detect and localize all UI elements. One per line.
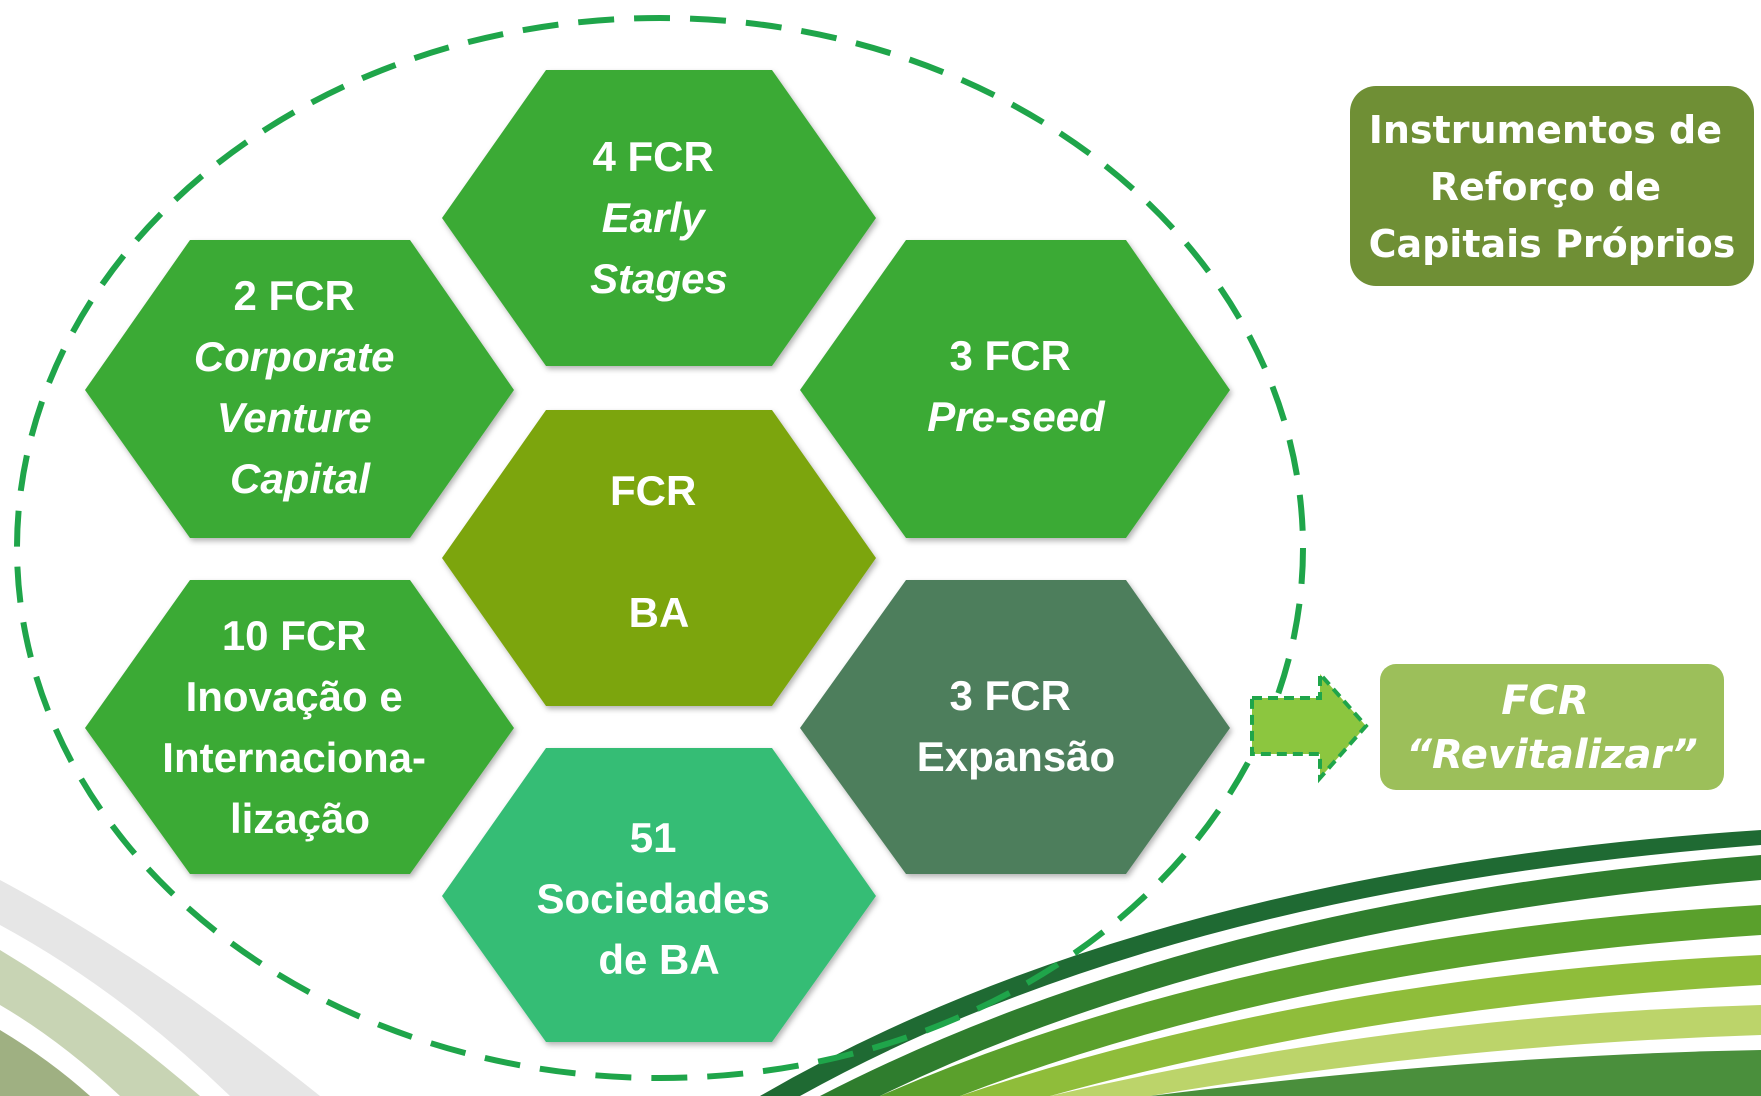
hex-inovacao-line3: Internaciona- bbox=[162, 734, 426, 781]
hex-early-line3: Stages bbox=[590, 255, 728, 302]
svg-text:10 FCR Inovação e: 10 FCR Inovação e Internaciona- lização bbox=[162, 612, 437, 842]
hex-sociedades-line2: Sociedades bbox=[536, 875, 769, 922]
instrumentos-line2: Reforço de bbox=[1430, 165, 1661, 209]
revitalizar-box: FCR “Revitalizar” bbox=[1380, 664, 1724, 790]
hex-sociedades-line3: de BA bbox=[598, 936, 719, 983]
revitalizar-line1: FCR bbox=[1501, 678, 1588, 724]
hexagon-pre-seed: 3 FCR Pre-seed bbox=[800, 240, 1230, 538]
hexagon-sociedades-de-ba: 51 Sociedades de BA bbox=[442, 748, 876, 1042]
svg-text:51 Sociedades de B: 51 Sociedades de BA bbox=[536, 814, 781, 983]
instrumentos-line1: Instrumentos de bbox=[1369, 108, 1722, 152]
svg-text:FCR “Revitalizar”: FCR “Revitalizar” bbox=[1406, 678, 1698, 778]
instrumentos-line3: Capitais Próprios bbox=[1369, 222, 1736, 266]
svg-text:4 FCR Early Stages: 4 FCR Early Stages bbox=[590, 133, 728, 302]
hex-inovacao-line4: lização bbox=[230, 795, 370, 842]
hex-corporate-line1: 2 FCR bbox=[233, 272, 354, 319]
arrow-right-icon bbox=[1250, 668, 1369, 784]
hexagon-corporate-venture-capital: 2 FCR Corporate Venture Capital bbox=[85, 240, 514, 538]
svg-text:Instrumentos de Reforço: Instrumentos de Reforço de Capitais Próp… bbox=[1369, 108, 1736, 266]
instrumentos-box: Instrumentos de Reforço de Capitais Próp… bbox=[1350, 86, 1754, 286]
hex-expansao-line2: Expansão bbox=[917, 733, 1115, 780]
hex-corporate-line3: Venture bbox=[217, 394, 372, 441]
hexagon-expansao: 3 FCR Expansão bbox=[800, 580, 1230, 874]
hex-inovacao-line2: Inovação e bbox=[186, 673, 403, 720]
hex-preseed-line1: 3 FCR bbox=[949, 332, 1070, 379]
hex-center-line1: FCR bbox=[610, 467, 696, 514]
hex-corporate-line4: Capital bbox=[230, 455, 371, 502]
dashed-grouping-ellipse bbox=[14, 15, 1306, 1081]
hex-early-line1: 4 FCR bbox=[592, 133, 713, 180]
revitalizar-line2: “Revitalizar” bbox=[1406, 732, 1698, 778]
svg-text:FCR BA: FCR BA bbox=[610, 467, 708, 636]
hexagon-inovacao-internacionalizacao: 10 FCR Inovação e Internaciona- lização bbox=[85, 580, 514, 874]
svg-text:3 FCR Expansão: 3 FCR Expansão bbox=[917, 672, 1115, 780]
hex-expansao-line1: 3 FCR bbox=[949, 672, 1070, 719]
hex-sociedades-line1: 51 bbox=[630, 814, 677, 861]
svg-text:3 FCR Pre-seed: 3 FCR Pre-seed bbox=[927, 332, 1106, 440]
hex-corporate-line2: Corporate bbox=[194, 333, 395, 380]
hex-early-line2: Early bbox=[602, 194, 707, 241]
hex-inovacao-line1: 10 FCR bbox=[222, 612, 367, 659]
svg-text:2 FCR Corporate Ve: 2 FCR Corporate Venture Capital bbox=[194, 272, 406, 502]
hexagon-center-fcr-ba: FCR BA bbox=[442, 410, 876, 706]
hexagon-early-stages: 4 FCR Early Stages bbox=[442, 70, 876, 366]
hex-center-line2: BA bbox=[629, 589, 690, 636]
background-swoosh-decoration bbox=[0, 830, 1761, 1096]
hex-preseed-line2: Pre-seed bbox=[927, 393, 1106, 440]
